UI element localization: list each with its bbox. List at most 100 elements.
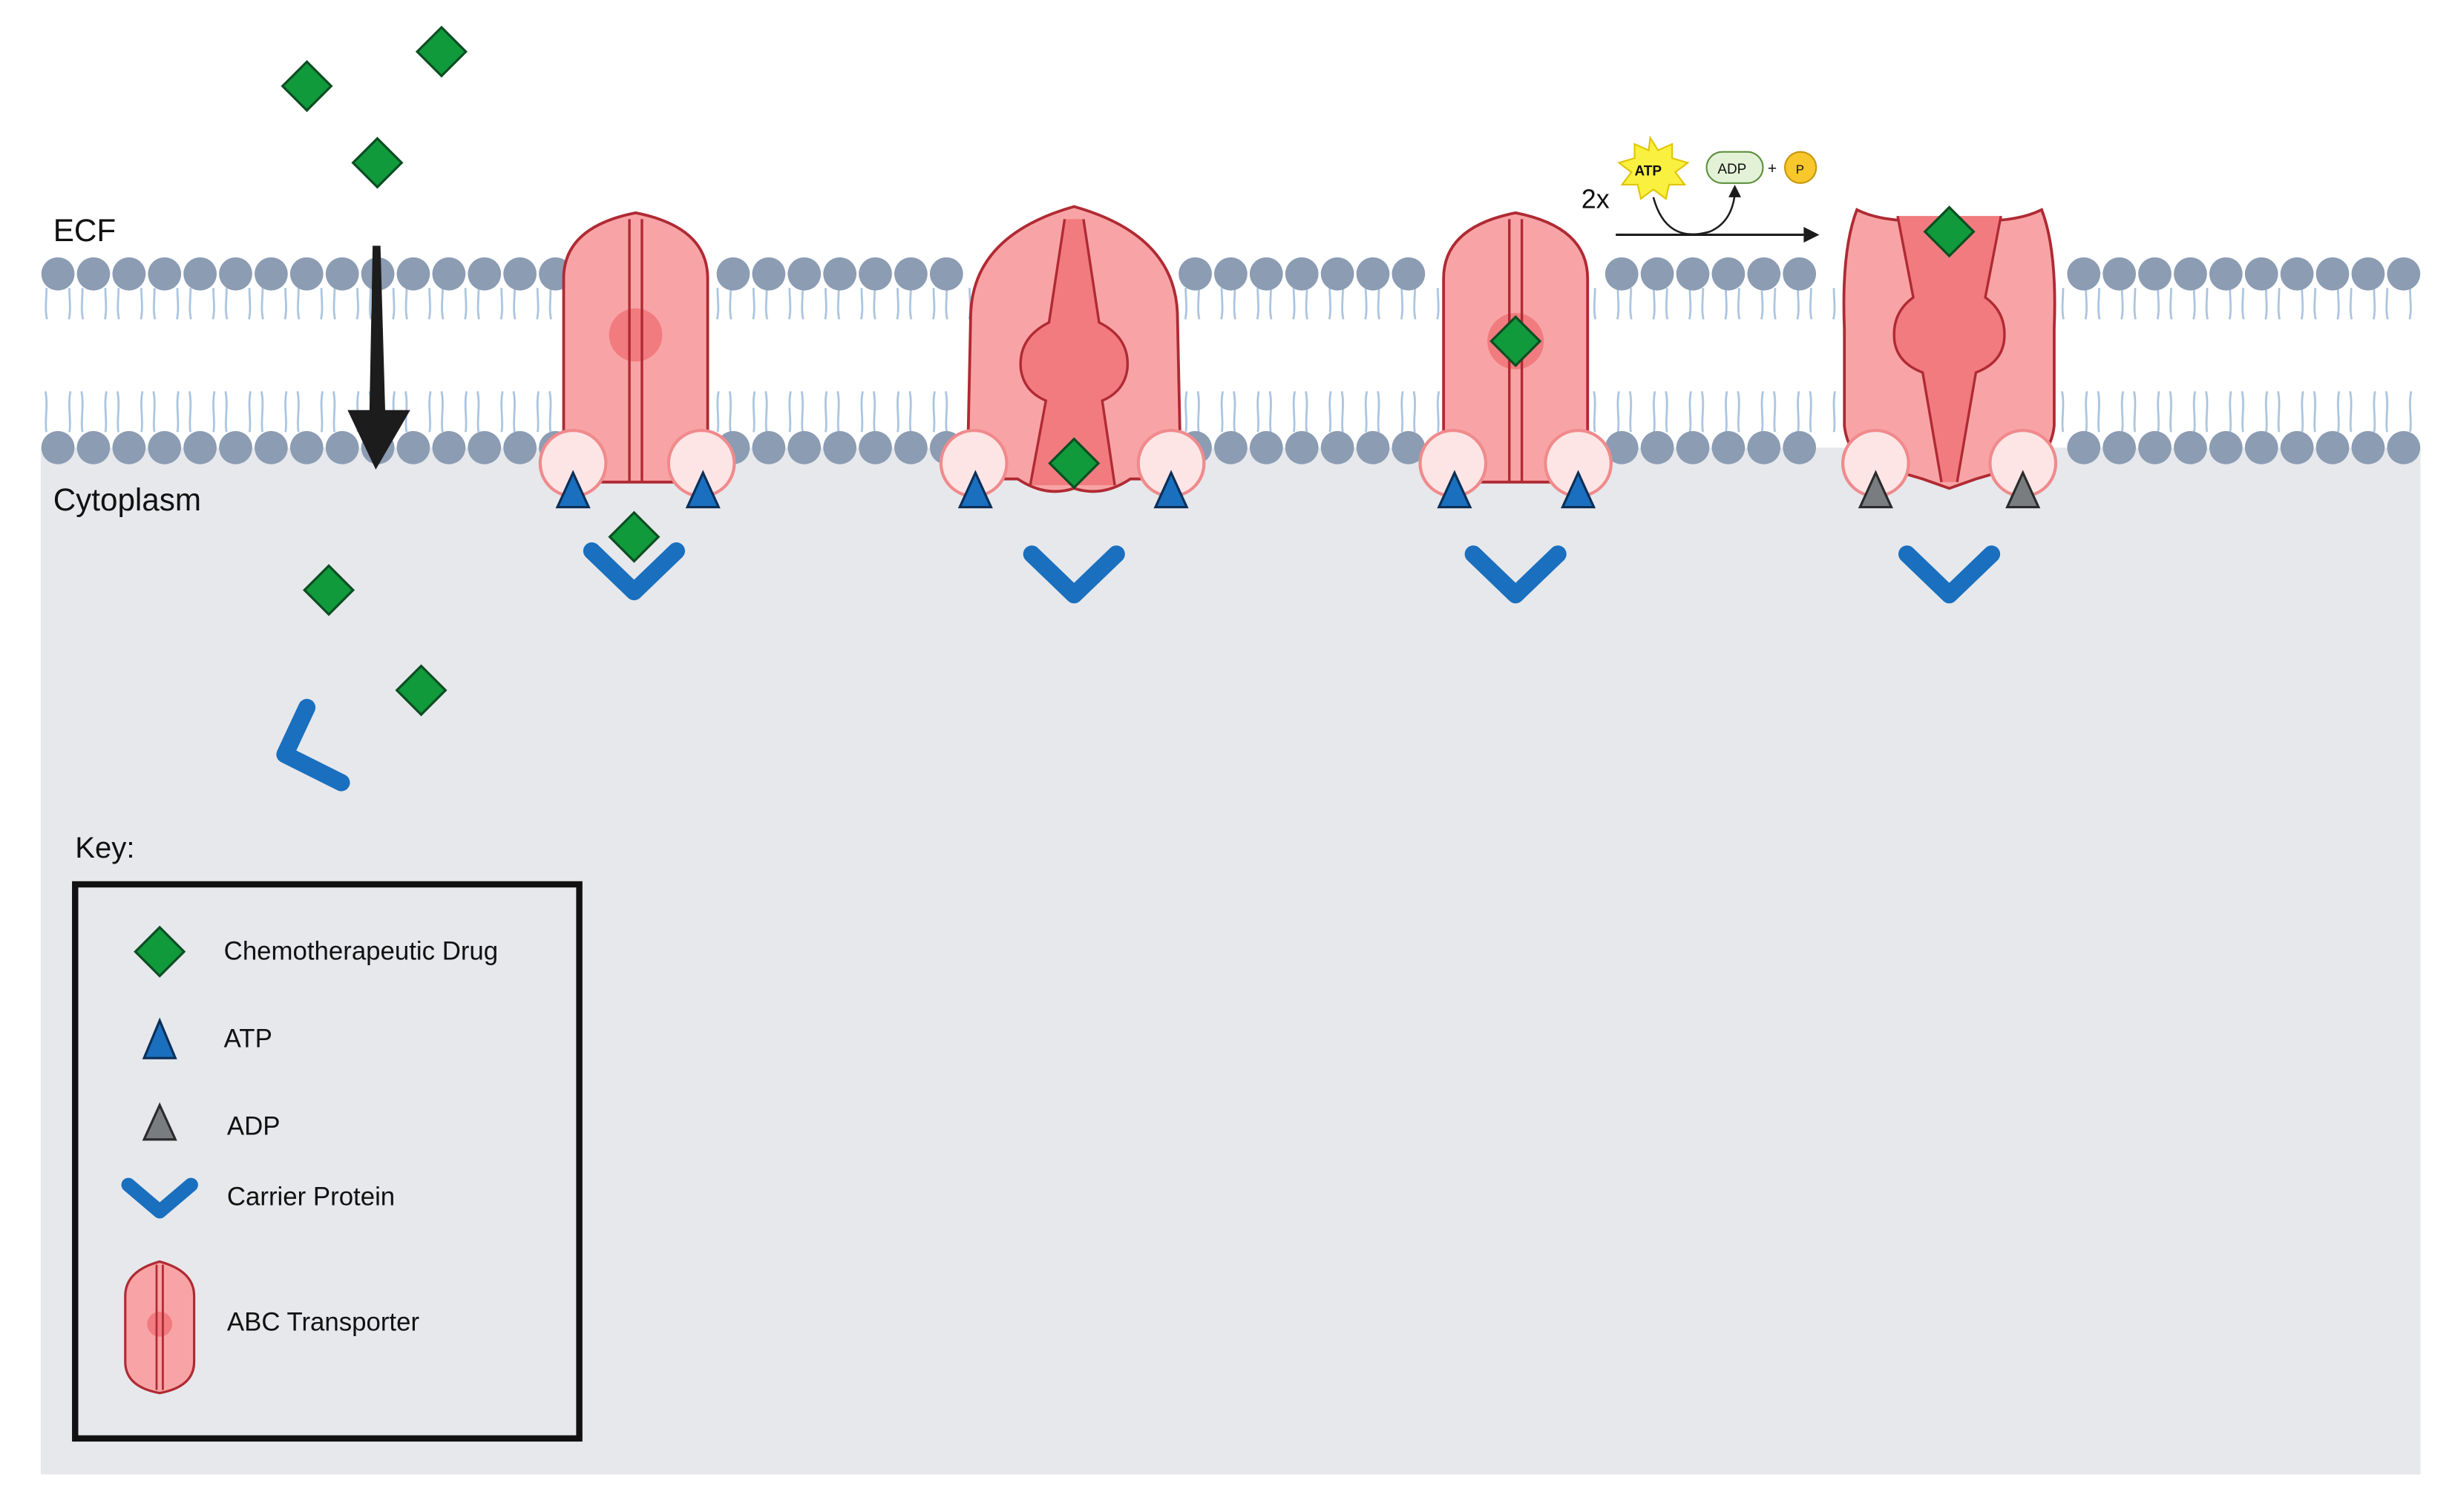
abc-transporter-stage-4 (1841, 206, 2058, 604)
drug-molecule (1489, 315, 1542, 367)
phospholipid-head (929, 257, 963, 291)
key-item-label: Carrier Protein (227, 1182, 395, 1211)
phospholipid-head (2387, 257, 2421, 291)
phospholipid-head (2102, 431, 2137, 464)
key-item-carrier: Carrier Protein (121, 1177, 395, 1219)
carrier-protein-icon (121, 1177, 198, 1219)
atp-triangle (1153, 470, 1189, 509)
diffusion-arrow (347, 246, 410, 470)
phospholipid-head (2138, 431, 2172, 464)
reaction-plus: + (1768, 160, 1777, 177)
phospholipid-head (1711, 257, 1746, 291)
phospholipid-head (2280, 431, 2314, 464)
phospholipid-head (1640, 431, 1674, 464)
drug-molecule (1048, 437, 1101, 490)
carrier-protein (1898, 545, 2001, 604)
phospholipid-head (859, 257, 892, 291)
key-item-label: ATP (224, 1024, 272, 1053)
phospholipid-head (1711, 431, 1746, 464)
phospholipid-head (219, 257, 252, 291)
phospholipid-head (1249, 431, 1283, 464)
key-item-atp: ATP (142, 1017, 272, 1059)
phospholipid-head (1392, 257, 1426, 291)
drug-molecule (608, 510, 661, 563)
phospholipid-head (112, 431, 146, 464)
phospholipid-head (183, 431, 217, 464)
phospholipid-head (1285, 257, 1319, 291)
phospholipid-head (41, 257, 75, 291)
phospholipid-head (325, 257, 359, 291)
atp-triangle (1437, 470, 1472, 509)
phospholipid-head (255, 431, 288, 464)
atp-triangle-icon (142, 1017, 177, 1059)
cytoplasm-label: Cytoplasm (53, 482, 201, 517)
phospholipid-head (219, 431, 252, 464)
phospholipid-head (2351, 257, 2385, 291)
phospholipid-head (787, 257, 822, 291)
key-item-adp: ADP (142, 1102, 281, 1141)
atp-burst-icon (1617, 135, 1690, 200)
phospholipid-head (2067, 431, 2101, 464)
key-item-label: ADP (227, 1112, 281, 1141)
phospholipid-head (2387, 431, 2421, 464)
phospholipid-head (2351, 431, 2385, 464)
phospholipid-head (468, 431, 502, 464)
phospholipid-head (716, 257, 750, 291)
adp-triangle (2005, 470, 2041, 509)
adp-triangle (1858, 470, 1893, 509)
atp-reaction-label: ATP (1635, 163, 1662, 179)
phospholipid-head (1392, 431, 1426, 464)
abc-transporter-icon (124, 1260, 196, 1395)
abc-transporter-stage-1 (538, 211, 736, 601)
atp-triangle (957, 470, 993, 509)
atp-triangle (555, 470, 591, 509)
phospholipid-head (787, 431, 822, 464)
phospholipid-head (752, 431, 786, 464)
key-title: Key: (75, 832, 134, 864)
phospholipid-head (183, 257, 217, 291)
phospholipid-head (1605, 257, 1639, 291)
key-item-transporter: ABC Transporter (124, 1260, 420, 1395)
phospholipid-head (432, 257, 466, 291)
phospholipid-head (1179, 257, 1212, 291)
phospholipid-head (1249, 257, 1283, 291)
phosphate-icon (1783, 151, 1818, 184)
phospholipid-head (1356, 257, 1390, 291)
phospholipid-head (2280, 257, 2314, 291)
abc-transporter-stage-3 (1418, 211, 1613, 604)
phospholipid-head (41, 431, 75, 464)
adp-pill (1705, 151, 1764, 184)
key-item-drug: Chemotherapeutic Drug (134, 925, 498, 978)
phospholipid-head (1676, 431, 1710, 464)
phospholipid-head (76, 257, 111, 291)
phospholipid-head (325, 431, 359, 464)
phospholipid-head (894, 431, 928, 464)
cytoplasm-region (40, 447, 2421, 1475)
phospholipid-head (289, 257, 324, 291)
phospholipid-head (1783, 431, 1817, 464)
carrier-protein-free (276, 698, 350, 792)
phospholipid-head (112, 257, 146, 291)
drug-molecule (302, 564, 355, 617)
carrier-protein (1464, 545, 1567, 604)
phospholipid-head (1605, 431, 1639, 464)
atp-triangle (1561, 470, 1596, 509)
reaction-multiplier: 2x (1582, 185, 1610, 214)
phospholipid-head (1676, 257, 1710, 291)
phosphate-label: P (1796, 162, 1804, 177)
phospholipid-head (289, 431, 324, 464)
phospholipid-head (1214, 431, 1248, 464)
phospholipid-head (1320, 257, 1354, 291)
drug-molecule (415, 25, 468, 78)
phospholipid-head (2174, 257, 2207, 291)
phospholipid-head (2244, 431, 2278, 464)
phospholipid-head (859, 431, 892, 464)
phospholipid-head (2209, 257, 2243, 291)
phospholipid-head (503, 431, 537, 464)
atp-triangle (685, 470, 721, 509)
key-item-label: ABC Transporter (227, 1307, 420, 1336)
key-box (72, 881, 583, 1442)
phospholipid-head (2244, 257, 2278, 291)
ecf-label: ECF (53, 213, 116, 248)
